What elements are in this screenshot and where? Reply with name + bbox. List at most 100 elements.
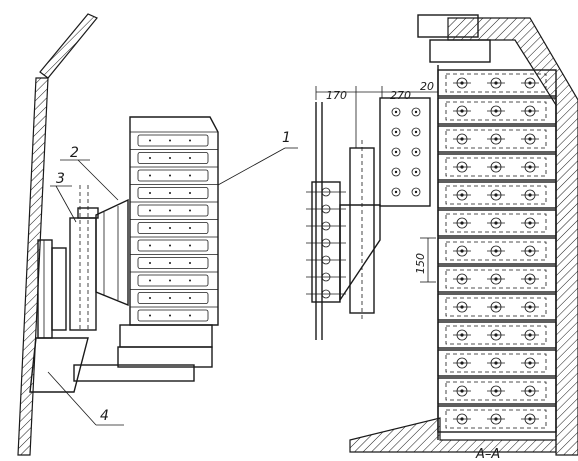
left-plate-dot [189, 297, 191, 299]
left-plate [137, 169, 209, 182]
bolt-hole [321, 255, 331, 265]
dim-170: 170 [326, 89, 347, 102]
plate-stack-1 [129, 116, 219, 326]
bracket-hole-center [394, 110, 398, 114]
left-plate [137, 274, 209, 287]
floor-hatched [349, 417, 557, 453]
section-plate-inner [445, 325, 547, 345]
label-part-3: 3 [56, 171, 65, 187]
left-plate-dot [149, 227, 151, 229]
bracket-hole [411, 147, 421, 157]
left-plate [137, 222, 209, 234]
left-plate [137, 204, 209, 217]
left-plate-dot [189, 227, 191, 229]
left-plate-dot [169, 227, 171, 229]
left-plate-dot [189, 314, 191, 317]
left-plate-dot [189, 192, 191, 194]
left-plate [137, 239, 209, 252]
left-plate-dot [149, 157, 151, 159]
left-plate-dot [169, 244, 171, 247]
bracket-base-4 [29, 337, 89, 393]
section-plate-inner [445, 353, 547, 373]
left-plate-dot [189, 209, 191, 212]
bracket-hole [411, 127, 421, 137]
left-plate-dot [189, 157, 191, 159]
section-plate-inner [445, 381, 547, 401]
bracket-hole [391, 167, 401, 177]
bolt-hole [321, 272, 331, 282]
label-part-1: 1 [282, 130, 291, 146]
left-plate-dot [189, 244, 191, 247]
left-plate-dot [189, 174, 191, 177]
section-plate-inner [445, 101, 547, 121]
bracket-hole [411, 167, 421, 177]
section-plate-inner [445, 185, 547, 205]
bracket-hole [391, 107, 401, 117]
section-plate-inner [445, 269, 547, 289]
left-plate-dot [149, 139, 151, 142]
bracket-hole-center [414, 150, 418, 154]
bracket-hole-center [414, 170, 418, 174]
section-plate-inner [445, 409, 547, 429]
left-plate-dot [169, 314, 171, 317]
bolt-hole [321, 221, 331, 231]
left-plate-dot [149, 174, 151, 177]
section-plate-inner [445, 129, 547, 149]
left-plate [137, 292, 209, 304]
section-plate-inner [445, 241, 547, 261]
bracket-hole [391, 147, 401, 157]
bolt-hole [321, 289, 331, 299]
section-plate-inner [445, 297, 547, 317]
left-plate [137, 257, 209, 269]
left-plate-dot [149, 262, 151, 264]
right-view: 170 270 20 150 A–A [306, 14, 578, 461]
bracket-hole-center [394, 170, 398, 174]
left-plate-dot [169, 174, 171, 177]
section-label: A–A [475, 447, 500, 461]
left-plate [137, 187, 209, 199]
dim-150: 150 [414, 253, 427, 274]
section-plate-inner [445, 73, 547, 93]
bracket-hole-center [414, 130, 418, 134]
left-plate-dot [189, 139, 191, 142]
bracket-hole [411, 187, 421, 197]
bracket-hole-center [414, 110, 418, 114]
bracket-hole-center [394, 130, 398, 134]
bracket-hole [391, 187, 401, 197]
left-plate-dot [149, 279, 151, 282]
left-plate-dot [149, 209, 151, 212]
bracket-hole [411, 107, 421, 117]
bolt-hole [321, 238, 331, 248]
left-plate-dot [169, 279, 171, 282]
left-plate-dot [169, 157, 171, 159]
bolt-hole [321, 187, 331, 197]
dim-270: 270 [390, 89, 411, 102]
bracket-hole-center [394, 190, 398, 194]
bracket-hole-plate [379, 97, 431, 207]
left-plate-dot [149, 192, 151, 194]
bracket-rib [51, 247, 67, 331]
left-plate-dot [169, 139, 171, 142]
left-plate-dot [169, 209, 171, 212]
left-plate-dot [189, 279, 191, 282]
bracket-hole-center [414, 190, 418, 194]
left-plate-dot [169, 262, 171, 264]
plate-stack-section [437, 69, 557, 433]
left-plate-dot [169, 192, 171, 194]
left-plate [137, 134, 209, 147]
shaft-3 [69, 217, 97, 331]
bracket-hole-center [394, 150, 398, 154]
section-plate-inner [445, 157, 547, 177]
section-plate-inner [445, 213, 547, 233]
left-plate-dot [169, 297, 171, 299]
holder-2 [95, 198, 129, 307]
left-plate-dot [149, 244, 151, 247]
dim-20: 20 [420, 80, 434, 93]
left-plate [137, 152, 209, 164]
left-plate-dot [149, 314, 151, 317]
bracket-hole [391, 127, 401, 137]
left-plate [137, 309, 209, 322]
wall-top [39, 13, 98, 79]
left-plate-dot [189, 262, 191, 264]
